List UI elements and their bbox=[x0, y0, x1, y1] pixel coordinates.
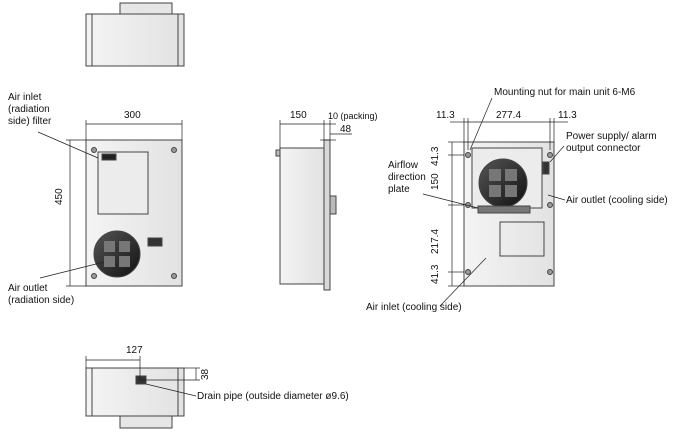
dim-bottom-127: 127 bbox=[126, 345, 143, 356]
bottom-view bbox=[85, 367, 185, 429]
dim-side-packing: 10 (packing) bbox=[328, 111, 378, 121]
dim-bottom-38: 38 bbox=[200, 368, 211, 380]
dim-front-width: 300 bbox=[124, 110, 141, 121]
label-air-outlet-radiation: Air outlet (radiation side) bbox=[8, 283, 75, 306]
dim-back-center: 277.4 bbox=[496, 110, 522, 121]
front-view bbox=[85, 139, 183, 287]
dim-front-height: 450 bbox=[54, 188, 65, 205]
label-air-inlet-cooling: Air inlet (cooling side) bbox=[366, 302, 462, 313]
dim-back-v2: 150 bbox=[430, 173, 441, 190]
back-fan bbox=[478, 158, 528, 208]
dim-back-left: 11.3 bbox=[436, 110, 455, 121]
front-fan bbox=[93, 230, 141, 278]
side-view bbox=[275, 139, 337, 291]
label-mounting-nut: Mounting nut for main unit 6-M6 bbox=[494, 87, 636, 98]
dim-back-right: 11.3 bbox=[558, 110, 577, 121]
label-airflow-plate: Airflow direction plate bbox=[388, 160, 426, 195]
dim-back-v3: 217.4 bbox=[430, 228, 441, 254]
dim-back-v4: 41.3 bbox=[430, 264, 441, 284]
label-air-outlet-cooling: Air outlet (cooling side) bbox=[566, 195, 668, 206]
top-view bbox=[85, 2, 185, 67]
dim-side-48: 48 bbox=[340, 124, 352, 135]
label-drain-pipe: Drain pipe (outside diameter ø9.6) bbox=[197, 391, 349, 402]
dim-back-v1: 41.3 bbox=[430, 146, 441, 166]
label-power-supply: Power supply/ alarm output connector bbox=[566, 131, 657, 154]
back-view bbox=[463, 141, 555, 287]
dim-side-depth: 150 bbox=[290, 110, 307, 121]
label-air-inlet-radiation-filter: Air inlet (radiation side) filter bbox=[8, 92, 52, 127]
